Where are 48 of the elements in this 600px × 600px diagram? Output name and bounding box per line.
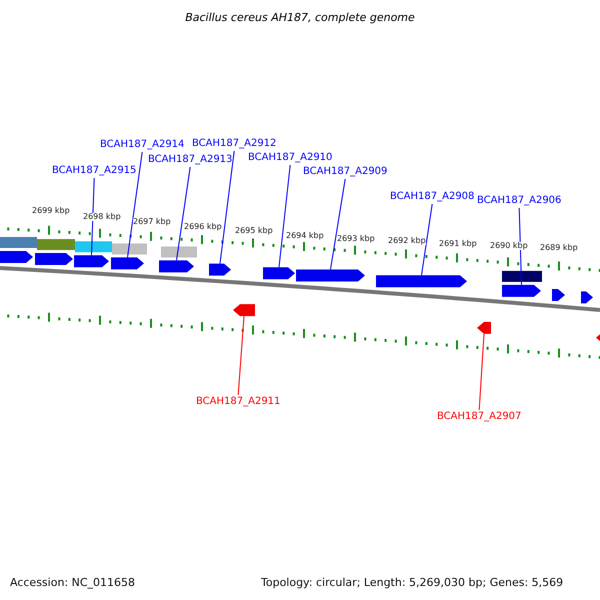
genome-info-text: Topology: circular; Length: 5,269,030 bp; Genes: 5,569 bbox=[261, 577, 564, 588]
leader-line bbox=[176, 166, 191, 261]
gene-feature bbox=[209, 264, 231, 276]
leader-line bbox=[278, 164, 291, 268]
gene-label: BCAH187_A2906 bbox=[477, 196, 562, 206]
scale-label: 2697 kbp bbox=[133, 218, 171, 226]
gene-feature bbox=[111, 257, 144, 270]
gene-feature bbox=[376, 275, 467, 288]
scale-label: 2691 kbp bbox=[439, 240, 477, 248]
gene-label: BCAH187_A2909 bbox=[303, 167, 388, 177]
gene-feature bbox=[502, 284, 541, 297]
gene-label: BCAH187_A2914 bbox=[100, 140, 184, 150]
gene-feature bbox=[581, 291, 593, 304]
gene-label: BCAH187_A2911 bbox=[196, 397, 280, 407]
scale-label: 2689 kbp bbox=[540, 244, 578, 252]
gene-feature bbox=[596, 332, 600, 344]
scale-label: 2693 kbp bbox=[337, 235, 375, 243]
leader-line bbox=[330, 178, 346, 270]
leader-line bbox=[518, 208, 522, 286]
accession-text: Accession: NC_011658 bbox=[10, 577, 136, 588]
scale-label: 2690 kbp bbox=[490, 242, 528, 250]
leader-line bbox=[127, 152, 143, 258]
scale-label: 2699 kbp bbox=[32, 207, 70, 215]
leader-line bbox=[238, 316, 244, 396]
gene-label: BCAH187_A2912 bbox=[192, 139, 276, 149]
scale-label: 2696 kbp bbox=[184, 223, 222, 231]
scale-label: 2692 kbp bbox=[388, 237, 426, 245]
gene-label: BCAH187_A2910 bbox=[248, 153, 332, 163]
scale-label: 2698 kbp bbox=[83, 213, 121, 221]
leader-line bbox=[421, 204, 433, 276]
gene-feature bbox=[552, 288, 565, 301]
leader-line bbox=[91, 178, 95, 256]
leader-line bbox=[478, 333, 484, 410]
gene-label: BCAH187_A2913 bbox=[148, 155, 232, 165]
gene-label: BCAH187_A2907 bbox=[437, 412, 522, 422]
scale-label: 2694 kbp bbox=[286, 232, 324, 240]
gene-feature bbox=[233, 304, 255, 316]
gene-label: BCAH187_A2908 bbox=[390, 192, 474, 202]
leader-line bbox=[220, 150, 235, 264]
gene-feature bbox=[0, 251, 33, 263]
scale-label: 2695 kbp bbox=[235, 227, 273, 235]
gene-feature bbox=[74, 255, 109, 268]
gene-feature bbox=[159, 260, 194, 272]
gene-label: BCAH187_A2915 bbox=[52, 166, 136, 176]
gene-feature bbox=[263, 267, 295, 280]
title: Bacillus cereus AH187, complete genome bbox=[184, 12, 416, 23]
gene-feature bbox=[35, 252, 73, 265]
gene-feature bbox=[477, 322, 491, 334]
